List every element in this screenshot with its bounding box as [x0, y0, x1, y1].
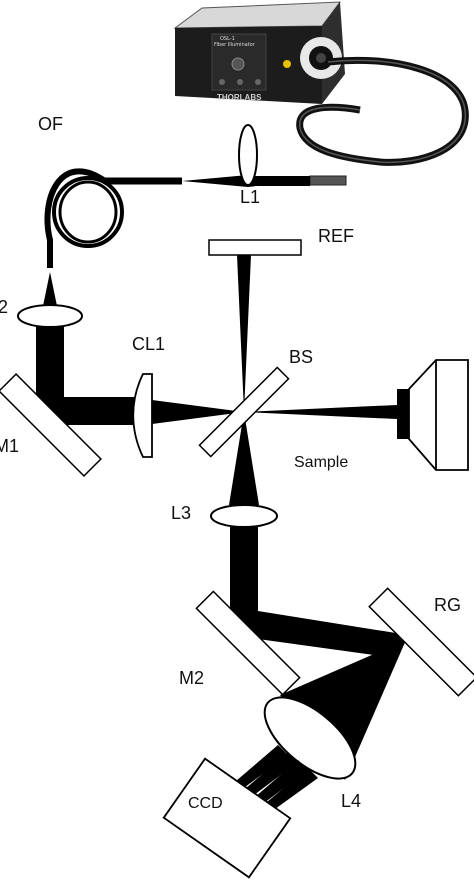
beam-bs-to-l3	[229, 412, 259, 505]
fiber-coil	[44, 168, 182, 268]
label-of: OF	[38, 114, 63, 134]
svg-text:Fiber Illuminator: Fiber Illuminator	[214, 42, 256, 48]
lens-l2	[17, 304, 83, 328]
beam-splitter	[198, 366, 290, 458]
lens-cl1	[132, 373, 153, 458]
label-ccd: CCD	[188, 795, 223, 812]
ccd-detector	[162, 757, 292, 879]
label-rg: RG	[434, 595, 461, 615]
label-l2: 2	[0, 297, 8, 317]
label-cl1: CL1	[132, 334, 165, 354]
light-source-box: OSL-1 Fiber Illuminator THORLABS	[173, 1, 345, 104]
beam-bs-to-sample	[244, 405, 397, 419]
beam-cl1-to-bs	[152, 400, 244, 424]
label-l1: L1	[240, 187, 260, 207]
label-sample: Sample	[294, 454, 348, 471]
svg-text:OSL-1: OSL-1	[220, 36, 235, 42]
label-bs: BS	[289, 347, 313, 367]
reflection-grating	[368, 587, 474, 697]
brand-logo: THORLABS	[217, 93, 262, 102]
reference-mirror	[208, 239, 302, 256]
label-m1: M1	[0, 436, 19, 456]
label-l4: L4	[341, 791, 361, 811]
beam-l1-to-fiber-coil	[182, 175, 248, 187]
sample-holder	[397, 359, 469, 471]
label-m2: M2	[179, 668, 204, 688]
beam-rg-to-l4	[280, 640, 406, 780]
beam-fiber-to-l2	[43, 272, 57, 306]
label-l3: L3	[171, 503, 191, 523]
beam-bs-to-ref	[237, 255, 251, 412]
lens-l3	[210, 504, 278, 528]
mirror-m1	[0, 373, 102, 477]
beam-m2-to-rg	[230, 611, 408, 658]
beam-connector-segment	[248, 176, 310, 186]
lens-l1	[238, 124, 258, 186]
label-ref: REF	[318, 226, 354, 246]
mirror-m2	[195, 590, 301, 696]
